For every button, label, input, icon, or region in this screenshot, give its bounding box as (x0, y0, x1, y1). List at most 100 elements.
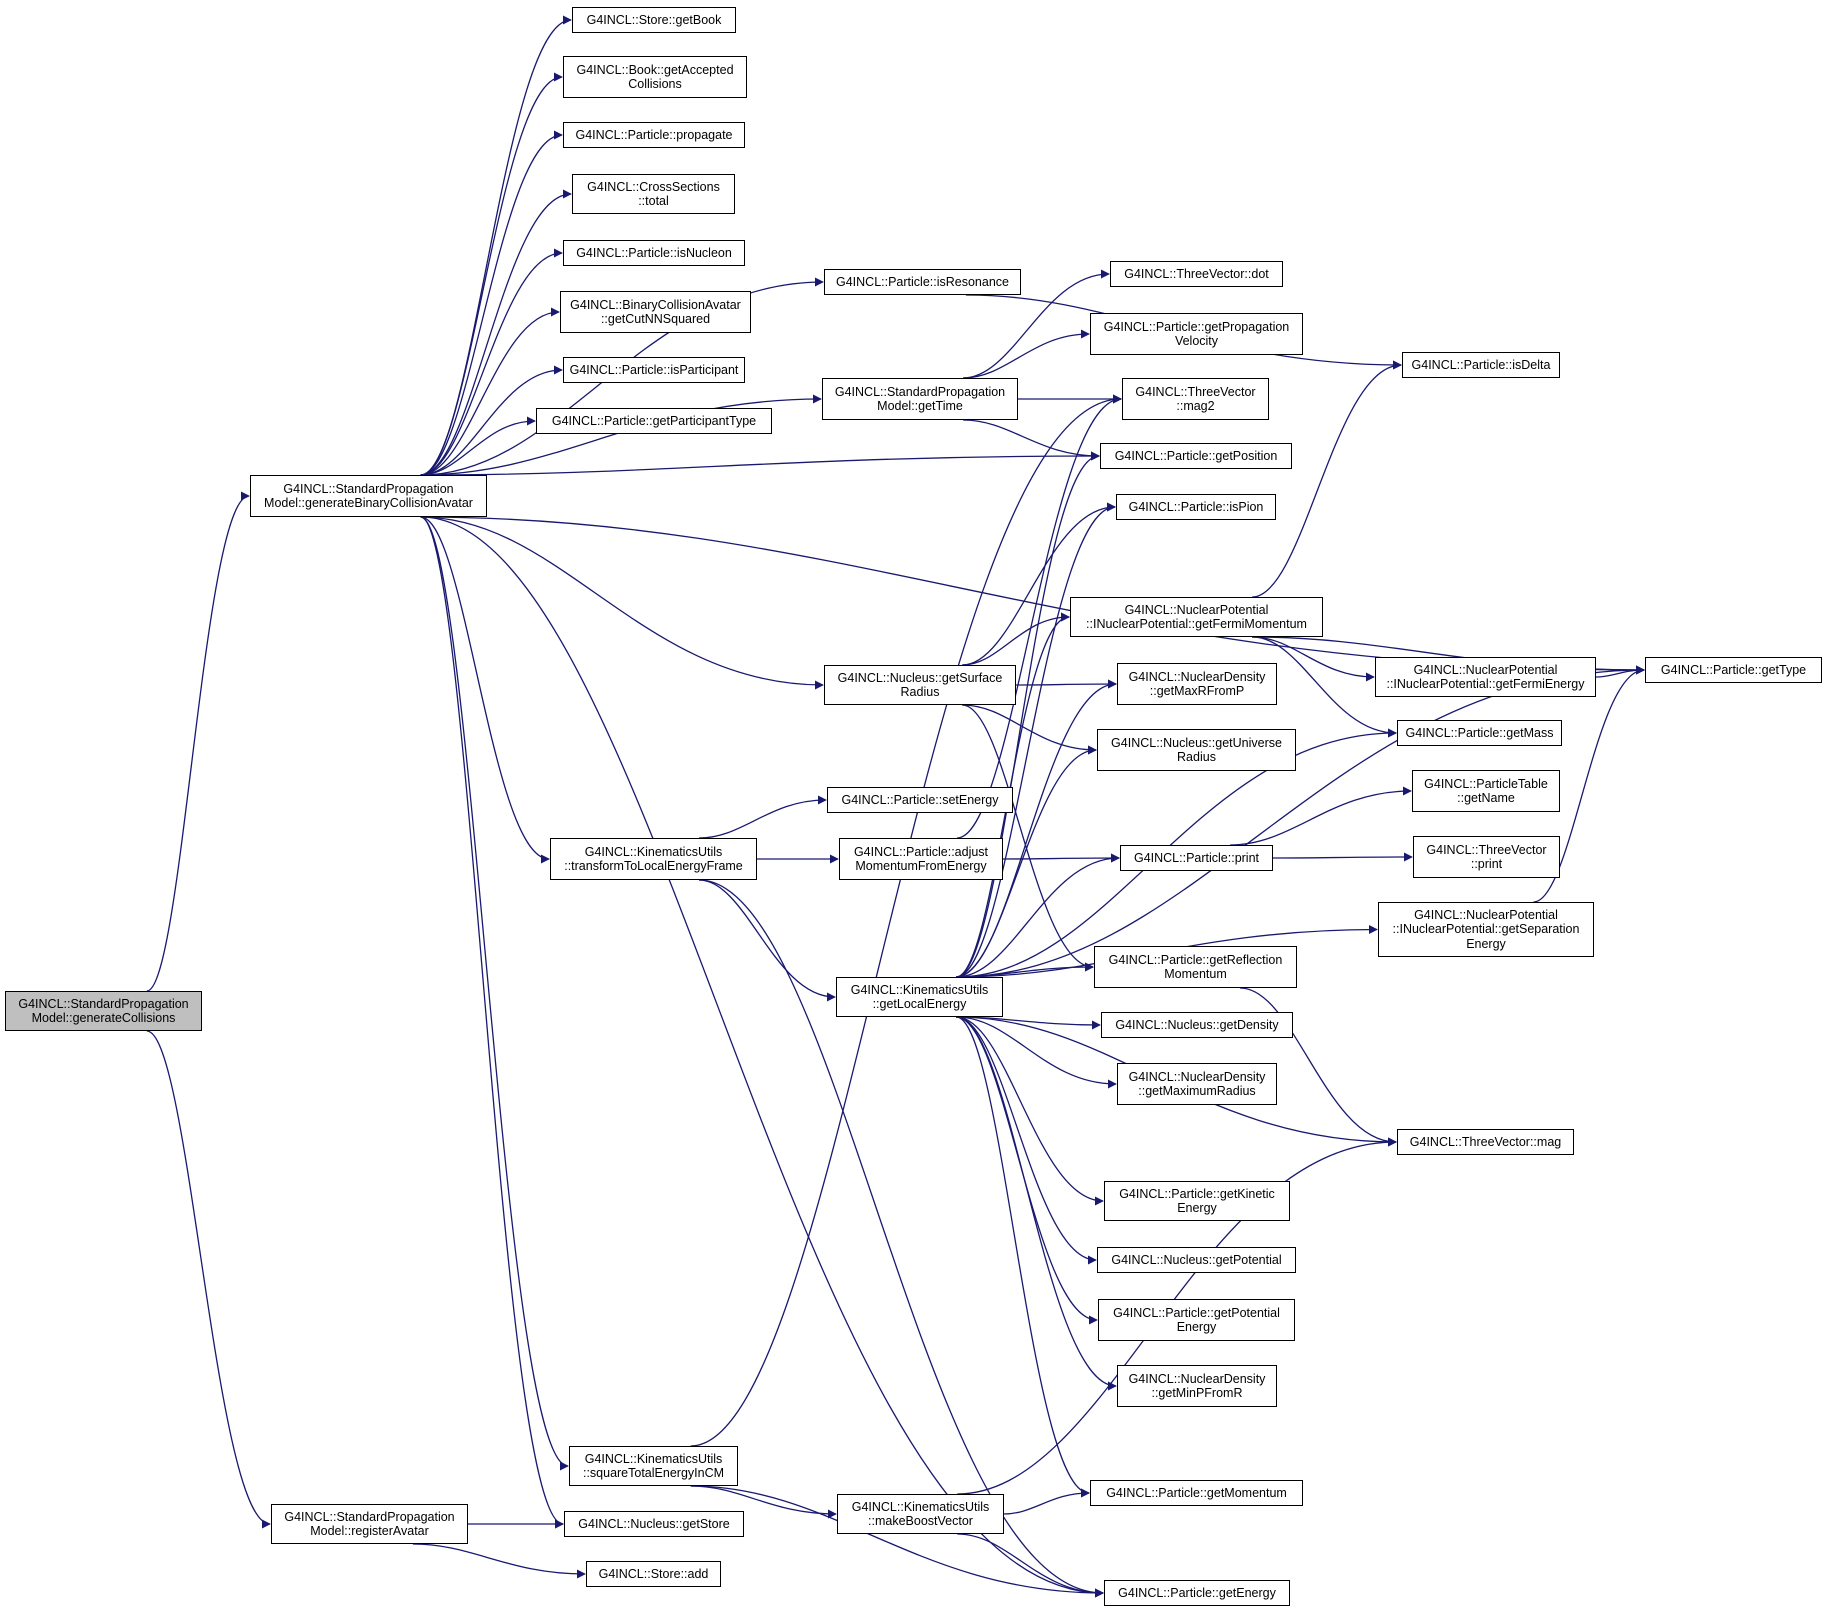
node-particle-get-participant-type[interactable]: G4INCL::Particle::getParticipantType (536, 408, 772, 434)
node-inuclear-potential-get-separation-energy[interactable]: G4INCL::NuclearPotential ::INuclearPoten… (1378, 902, 1594, 957)
edge-generate-binary-collision-avatar-to-particle-get-position (420, 451, 1100, 476)
node-particle-is-delta[interactable]: G4INCL::Particle::isDelta (1402, 352, 1560, 378)
edge-kinematics-utils-transform-to-local-energy-frame-to-particle-set-energy (699, 795, 827, 839)
node-particle-set-energy[interactable]: G4INCL::Particle::setEnergy (827, 787, 1013, 813)
node-store-get-book[interactable]: G4INCL::Store::getBook (572, 7, 736, 33)
edge-generate-binary-collision-avatar-to-store-get-book (420, 15, 572, 476)
node-particle-get-type[interactable]: G4INCL::Particle::getType (1645, 657, 1822, 683)
node-particle-get-reflection-momentum[interactable]: G4INCL::Particle::getReflection Momentum (1094, 946, 1297, 988)
edge-particle-adjust-momentum-from-energy-to-particle-print (1002, 853, 1120, 863)
edge-generate-binary-collision-avatar-to-nucleus-get-store (420, 516, 564, 1529)
node-particle-propagate[interactable]: G4INCL::Particle::propagate (563, 122, 745, 148)
edge-generate-binary-collision-avatar-to-binary-collision-avatar-get-cut-nn-squared (420, 307, 560, 476)
node-nucleus-get-surface-radius[interactable]: G4INCL::Nucleus::getSurface Radius (824, 665, 1016, 705)
node-particle-get-position[interactable]: G4INCL::Particle::getPosition (1100, 443, 1292, 469)
node-three-vector-mag[interactable]: G4INCL::ThreeVector::mag (1397, 1129, 1574, 1155)
edge-generate-binary-collision-avatar-to-particle-propagate (420, 130, 563, 476)
edge-kinematics-utils-get-local-energy-to-particle-is-pion (956, 502, 1116, 978)
node-three-vector-print[interactable]: G4INCL::ThreeVector ::print (1413, 836, 1560, 878)
node-nucleus-get-potential[interactable]: G4INCL::Nucleus::getPotential (1097, 1247, 1296, 1273)
node-nuclear-density-get-maximum-radius[interactable]: G4INCL::NuclearDensity ::getMaximumRadiu… (1117, 1063, 1277, 1105)
edge-inuclear-potential-get-fermi-momentum-to-particle-get-mass (1252, 636, 1397, 738)
edge-generate-binary-collision-avatar-to-kinematics-utils-transform-to-local-energy-frame (420, 516, 550, 864)
edge-generate-binary-collision-avatar-to-particle-get-participant-type (420, 416, 536, 476)
edge-kinematics-utils-square-total-energy-in-cm-to-three-vector-mag2 (690, 394, 1122, 1447)
node-register-avatar[interactable]: G4INCL::StandardPropagation Model::regis… (271, 1504, 468, 1544)
node-nuclear-density-get-min-p-from-r[interactable]: G4INCL::NuclearDensity ::getMinPFromR (1117, 1365, 1277, 1407)
node-nuclear-density-get-max-r-from-p[interactable]: G4INCL::NuclearDensity ::getMaxRFromP (1117, 663, 1277, 705)
edge-kinematics-utils-get-local-energy-to-particle-get-position (956, 451, 1100, 978)
edge-kinematics-utils-get-local-energy-to-particle-get-potential-energy (956, 1016, 1098, 1325)
edge-particle-get-reflection-momentum-to-three-vector-mag (1240, 987, 1397, 1147)
edge-kinematics-utils-transform-to-local-energy-frame-to-particle-get-energy (699, 879, 1104, 1598)
edge-generate-binary-collision-avatar-to-particle-is-participant (420, 365, 563, 476)
edge-kinematics-utils-get-local-energy-to-nucleus-get-potential (956, 1016, 1097, 1265)
edge-kinematics-utils-make-boost-vector-to-particle-get-energy (957, 1533, 1104, 1598)
node-particle-get-energy[interactable]: G4INCL::Particle::getEnergy (1104, 1580, 1290, 1606)
edge-particle-print-to-three-vector-print (1272, 852, 1413, 862)
edge-kinematics-utils-get-local-energy-to-nuclear-density-get-min-p-from-r (956, 1016, 1117, 1391)
edge-generate-binary-collision-avatar-to-cross-sections-total (420, 189, 572, 476)
node-store-add[interactable]: G4INCL::Store::add (586, 1561, 721, 1587)
edge-nucleus-get-surface-radius-to-inuclear-potential-get-fermi-momentum (962, 612, 1070, 666)
edge-kinematics-utils-get-local-energy-to-particle-get-kinetic-energy (956, 1016, 1104, 1206)
node-particle-is-nucleon[interactable]: G4INCL::Particle::isNucleon (563, 240, 745, 266)
node-three-vector-dot[interactable]: G4INCL::ThreeVector::dot (1110, 261, 1283, 287)
node-particle-get-momentum[interactable]: G4INCL::Particle::getMomentum (1090, 1480, 1303, 1506)
node-particle-adjust-momentum-from-energy[interactable]: G4INCL::Particle::adjust MomentumFromEne… (839, 838, 1003, 880)
edge-kinematics-utils-transform-to-local-energy-frame-to-kinematics-utils-get-local-energy (699, 879, 836, 1002)
edge-kinematics-utils-get-local-energy-to-nucleus-get-universe-radius (956, 745, 1097, 978)
node-particle-get-kinetic-energy[interactable]: G4INCL::Particle::getKinetic Energy (1104, 1181, 1290, 1221)
edge-generate-binary-collision-avatar-to-nucleus-get-surface-radius (420, 516, 824, 690)
edge-kinematics-utils-square-total-energy-in-cm-to-particle-get-energy (690, 1485, 1104, 1598)
edge-particle-adjust-momentum-from-energy-to-three-vector-mag2 (957, 394, 1122, 839)
node-three-vector-mag2[interactable]: G4INCL::ThreeVector ::mag2 (1122, 378, 1269, 420)
edge-inuclear-potential-get-fermi-momentum-to-inuclear-potential-get-fermi-energy (1252, 636, 1375, 682)
edge-generate-binary-collision-avatar-to-kinematics-utils-square-total-energy-in-cm (420, 516, 569, 1471)
edge-generate-binary-collision-avatar-to-particle-get-type (420, 516, 1645, 675)
edge-generate-binary-collision-avatar-to-particle-is-nucleon (420, 248, 563, 476)
node-particle-is-participant[interactable]: G4INCL::Particle::isParticipant (563, 357, 745, 383)
edge-standard-propagation-model-get-time-to-particle-get-propagation-velocity (963, 329, 1090, 379)
node-standard-propagation-model-get-time[interactable]: G4INCL::StandardPropagation Model::getTi… (822, 378, 1018, 420)
node-kinematics-utils-transform-to-local-energy-frame[interactable]: G4INCL::KinematicsUtils ::transformToLoc… (550, 838, 757, 880)
edge-inuclear-potential-get-fermi-momentum-to-particle-is-delta (1252, 360, 1402, 598)
edge-nucleus-get-surface-radius-to-particle-is-pion (962, 502, 1116, 666)
node-nucleus-get-store[interactable]: G4INCL::Nucleus::getStore (564, 1511, 744, 1537)
edge-kinematics-utils-get-local-energy-to-particle-get-momentum (956, 1016, 1090, 1498)
edge-kinematics-utils-make-boost-vector-to-particle-get-momentum (1003, 1488, 1090, 1515)
edge-nucleus-get-surface-radius-to-nuclear-density-get-max-r-from-p (1015, 679, 1117, 689)
node-binary-collision-avatar-get-cut-nn-squared[interactable]: G4INCL::BinaryCollisionAvatar ::getCutNN… (560, 291, 751, 333)
edge-nucleus-get-surface-radius-to-nucleus-get-universe-radius (962, 704, 1097, 755)
node-nucleus-get-density[interactable]: G4INCL::Nucleus::getDensity (1101, 1012, 1293, 1038)
edge-generate-binary-collision-avatar-to-standard-propagation-model-get-time (420, 394, 822, 476)
edge-kinematics-utils-get-local-energy-to-nuclear-density-get-maximum-radius (956, 1016, 1117, 1089)
node-inuclear-potential-get-fermi-energy[interactable]: G4INCL::NuclearPotential ::INuclearPoten… (1375, 657, 1596, 697)
edge-register-avatar-to-store-add (412, 1543, 586, 1579)
edge-generate-collisions-to-register-avatar (146, 1030, 271, 1529)
node-particle-get-mass[interactable]: G4INCL::Particle::getMass (1397, 720, 1562, 746)
node-book-get-accepted-collisions[interactable]: G4INCL::Book::getAccepted Collisions (563, 56, 747, 98)
node-particle-get-potential-energy[interactable]: G4INCL::Particle::getPotential Energy (1098, 1299, 1295, 1341)
edge-inuclear-potential-get-separation-energy-to-particle-get-type (1533, 665, 1645, 903)
edge-standard-propagation-model-get-time-to-particle-get-position (963, 419, 1100, 461)
node-inuclear-potential-get-fermi-momentum[interactable]: G4INCL::NuclearPotential ::INuclearPoten… (1070, 597, 1323, 637)
node-particle-get-propagation-velocity[interactable]: G4INCL::Particle::getPropagation Velocit… (1090, 313, 1303, 355)
edge-generate-collisions-to-generate-binary-collision-avatar (146, 491, 250, 992)
edge-kinematics-utils-square-total-energy-in-cm-to-kinematics-utils-make-boost-vector (690, 1485, 837, 1519)
edge-standard-propagation-model-get-time-to-three-vector-dot (963, 269, 1110, 379)
node-kinematics-utils-get-local-energy[interactable]: G4INCL::KinematicsUtils ::getLocalEnergy (836, 977, 1003, 1017)
node-particle-table-get-name[interactable]: G4INCL::ParticleTable ::getName (1412, 770, 1560, 812)
node-particle-print[interactable]: G4INCL::Particle::print (1120, 845, 1273, 871)
edge-particle-print-to-particle-table-get-name (1230, 786, 1412, 846)
node-kinematics-utils-square-total-energy-in-cm[interactable]: G4INCL::KinematicsUtils ::squareTotalEne… (569, 1446, 738, 1486)
node-generate-collisions: G4INCL::StandardPropagation Model::gener… (5, 991, 202, 1031)
node-generate-binary-collision-avatar[interactable]: G4INCL::StandardPropagation Model::gener… (250, 475, 487, 517)
node-kinematics-utils-make-boost-vector[interactable]: G4INCL::KinematicsUtils ::makeBoostVecto… (837, 1494, 1004, 1534)
node-particle-is-resonance[interactable]: G4INCL::Particle::isResonance (824, 269, 1021, 295)
node-cross-sections-total[interactable]: G4INCL::CrossSections ::total (572, 174, 735, 214)
node-particle-is-pion[interactable]: G4INCL::Particle::isPion (1116, 494, 1276, 520)
node-nucleus-get-universe-radius[interactable]: G4INCL::Nucleus::getUniverse Radius (1097, 729, 1296, 771)
edge-kinematics-utils-get-local-energy-to-particle-print (956, 853, 1120, 978)
